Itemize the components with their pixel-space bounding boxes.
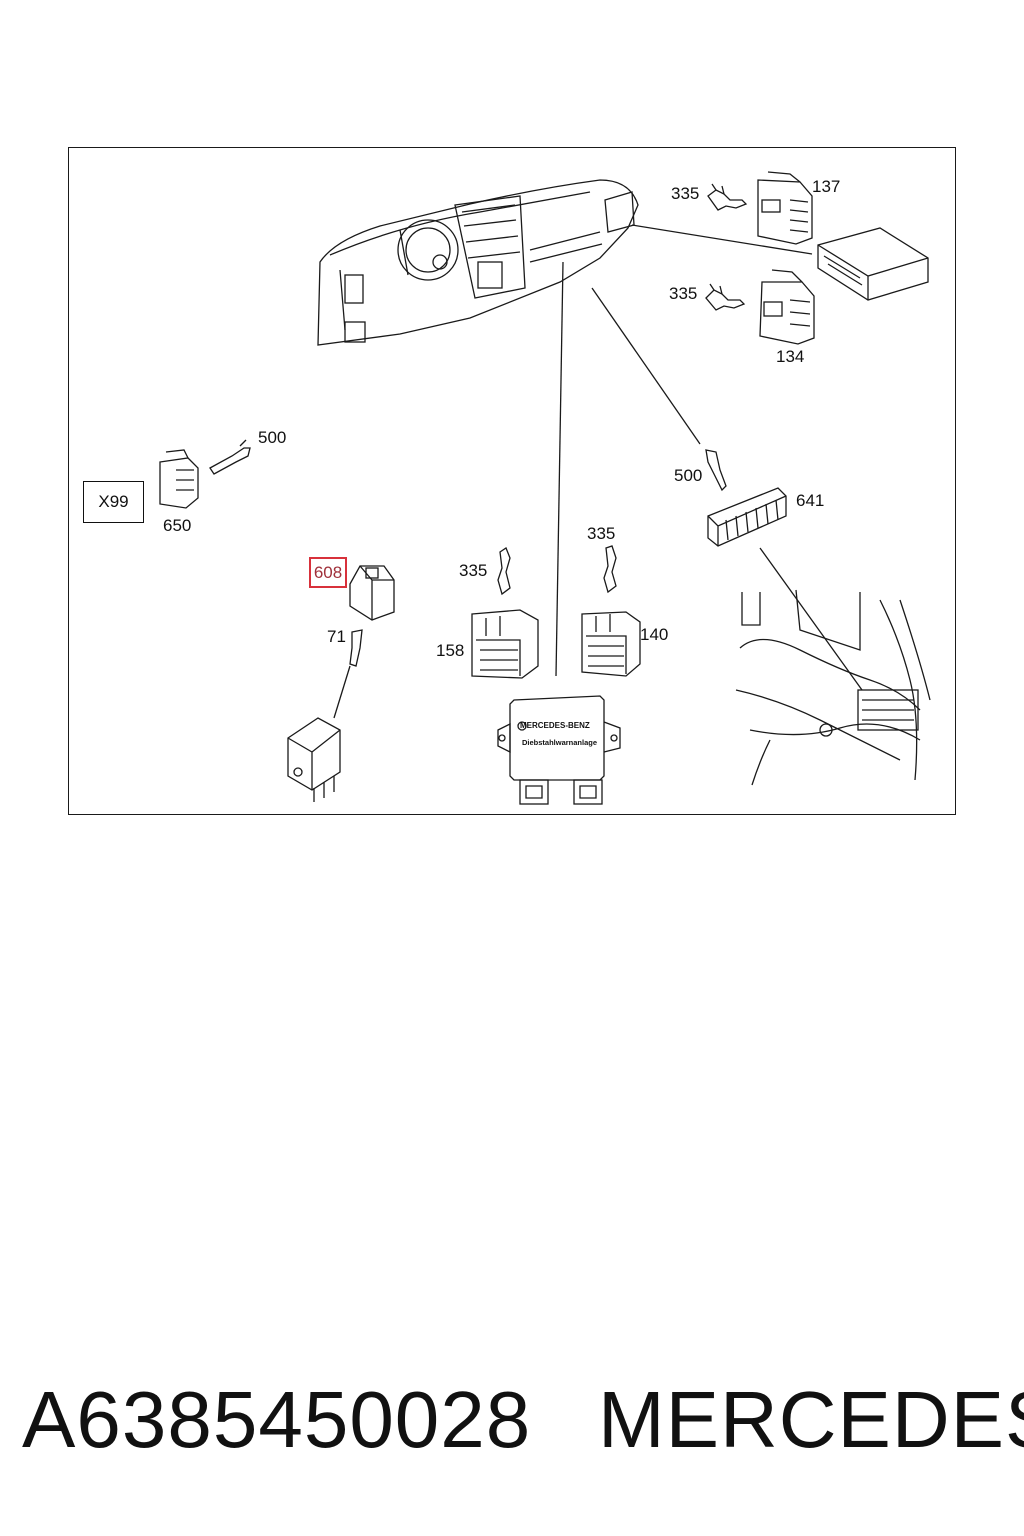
connector-641 — [707, 487, 787, 547]
callout-158: 158 — [436, 641, 465, 660]
diagram-frame — [68, 147, 956, 815]
callout-335-left: 335 — [459, 561, 488, 580]
terminal-500-right — [705, 449, 727, 492]
terminal-335-mid — [705, 283, 746, 311]
callout-140: 140 — [640, 625, 669, 644]
connector-158 — [471, 609, 539, 679]
callout-335-right: 335 — [587, 524, 616, 543]
callout-335-top: 335 — [671, 184, 700, 203]
callout-650: 650 — [163, 516, 192, 535]
dashboard-illustration — [317, 179, 639, 346]
connector-140 — [581, 611, 641, 677]
connector-137 — [757, 171, 813, 245]
callout-335-mid: 335 — [669, 284, 698, 303]
terminal-335-top — [707, 183, 748, 211]
callout-137: 137 — [812, 177, 841, 196]
wiring-harness-detail — [735, 589, 931, 786]
terminal-335-158 — [497, 547, 511, 596]
control-module-right — [817, 227, 929, 301]
brand-name: MERCEDES — [598, 1375, 1024, 1464]
terminal-335-140 — [603, 545, 617, 594]
parts-illustration — [159, 171, 931, 805]
callout-641: 641 — [796, 491, 825, 510]
module-name-text: Diebstahlwarnanlage — [522, 738, 598, 747]
relay — [287, 717, 341, 802]
callout-500-left: 500 — [258, 428, 287, 447]
x99-label-box: X99 — [83, 481, 144, 523]
alarm-control-module — [497, 695, 621, 805]
connector-134 — [759, 269, 815, 345]
terminal-500-left — [209, 439, 251, 475]
connector-650 — [159, 449, 199, 509]
callout-71: 71 — [327, 627, 346, 646]
footer: A6385450028 MERCEDES — [0, 1370, 1024, 1470]
terminal-71 — [349, 629, 363, 667]
highlighted-part-608[interactable]: 608 — [309, 557, 347, 588]
part-number: A6385450028 — [22, 1375, 532, 1464]
module-brand-text: MERCEDES-BENZ — [520, 721, 590, 730]
connector-608 — [349, 565, 395, 621]
callout-134: 134 — [776, 347, 805, 366]
leader-lines — [333, 224, 863, 719]
callout-500-right: 500 — [674, 466, 703, 485]
